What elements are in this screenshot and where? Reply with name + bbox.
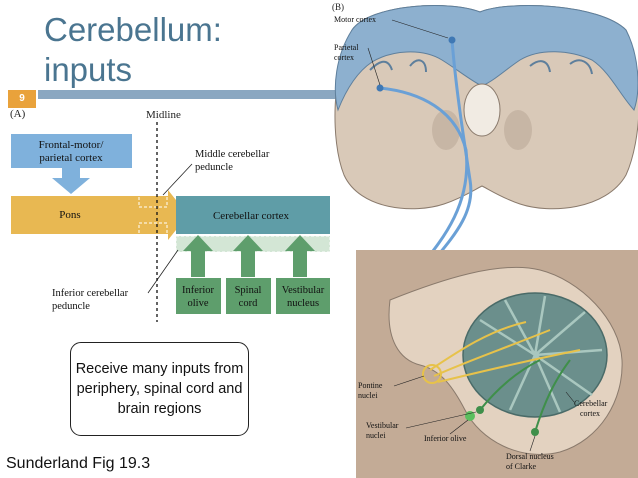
cerebellar-cortex-b-label-1: Cerebellar bbox=[574, 399, 608, 408]
dorsal-clarke-label-1: Dorsal nucleus bbox=[506, 452, 554, 461]
frontal-motor-box bbox=[11, 134, 132, 168]
spinal-arrow bbox=[233, 235, 263, 277]
frontal-motor-label-1: Frontal-motor/ bbox=[39, 139, 105, 151]
inferior-olive-label-2: olive bbox=[188, 298, 209, 309]
vestibular-nuclei-label-2: nuclei bbox=[366, 431, 386, 440]
pons-box bbox=[11, 196, 137, 234]
parietal-label-2: cortex bbox=[334, 53, 354, 62]
dorsal-clarke-leader bbox=[529, 435, 536, 452]
cerebellar-cortex-b-leader bbox=[565, 391, 575, 403]
motor-cortex-neuron bbox=[448, 36, 456, 44]
cortex-to-pons-arrow bbox=[52, 168, 90, 194]
olive-arrow bbox=[183, 235, 213, 277]
spinal-cord-box bbox=[226, 278, 271, 314]
inferior-olive-b-label: Inferior olive bbox=[424, 434, 467, 443]
left-basal-ganglia bbox=[432, 110, 460, 150]
inferior-peduncle-leader bbox=[147, 249, 179, 294]
climbing-spinal-fibers bbox=[479, 359, 571, 433]
pontine-label-2: nuclei bbox=[358, 391, 378, 400]
inferior-olive-box bbox=[176, 278, 221, 314]
midline-label: Midline bbox=[146, 109, 181, 121]
vestibular-nuclei-marker bbox=[476, 406, 484, 414]
pontine-mossy-fibers bbox=[429, 321, 581, 383]
callout-box: Receive many inputs from periphery, spin… bbox=[70, 342, 249, 436]
vestibular-nucleus-label-1: Vestibular bbox=[282, 285, 325, 296]
panel-a-diagram: (A) Midline Frontal-motor/ parietal cort… bbox=[10, 108, 331, 322]
pons-to-cerebellum-arrow bbox=[137, 190, 188, 240]
vestibular-nucleus-label-2: nucleus bbox=[287, 298, 319, 309]
pontine-leader bbox=[393, 375, 425, 387]
middle-peduncle-label-2: peduncle bbox=[195, 162, 233, 173]
right-basal-ganglia bbox=[504, 110, 532, 150]
frontal-motor-label-2: parietal cortex bbox=[39, 152, 103, 164]
dorsal-clarke-marker bbox=[531, 428, 539, 436]
panel-b-label: (B) bbox=[332, 2, 344, 12]
ventricles bbox=[463, 83, 501, 137]
motor-cortex-label: Motor cortex bbox=[334, 15, 376, 24]
vestibular-nucleus-box bbox=[276, 278, 330, 314]
pontine-nuclei-marker bbox=[422, 364, 442, 384]
panel-a-label: (A) bbox=[10, 108, 26, 120]
inferior-olive-label-1: Inferior bbox=[182, 285, 215, 296]
pontine-label-1: Pontine bbox=[358, 381, 383, 390]
spinal-cord-label-1: Spinal bbox=[235, 285, 262, 296]
inferior-peduncle-label-2: peduncle bbox=[52, 301, 90, 312]
spinal-cord-label-2: cord bbox=[239, 298, 258, 309]
motor-cortex-leader bbox=[391, 19, 449, 39]
inferior-olive-b-leader bbox=[449, 419, 469, 435]
sulci bbox=[369, 59, 593, 75]
slide-title: Cerebellum: inputs bbox=[44, 10, 222, 90]
parietal-leader bbox=[367, 47, 381, 86]
cerebellar-cortex-b-label-2: cortex bbox=[580, 409, 600, 418]
slide-number: 9 bbox=[8, 90, 36, 108]
cerebellar-cortex-box bbox=[176, 196, 330, 234]
dorsal-clarke-label-2: of Clarke bbox=[506, 462, 536, 471]
parietal-label-1: Parietal bbox=[334, 43, 359, 52]
panel-b-illustration: (B) Motor cortex Parietal cortex Pontine… bbox=[332, 2, 638, 478]
vestibular-nuclei-label-1: Vestibular bbox=[366, 421, 399, 430]
slide-title-line2: inputs bbox=[44, 51, 133, 88]
title-accent-rule bbox=[38, 90, 338, 99]
callout-text: Receive many inputs from periphery, spin… bbox=[75, 361, 244, 417]
cortex-gray-matter bbox=[334, 5, 638, 112]
middle-peduncle-leader bbox=[162, 163, 193, 196]
inferior-olive-marker bbox=[465, 411, 475, 421]
vestibular-nuclei-leader bbox=[405, 411, 477, 429]
slide-title-line1: Cerebellum: bbox=[44, 11, 222, 48]
inferior-peduncle-label-1: Inferior cerebellar bbox=[52, 288, 129, 299]
figure-credit: Sunderland Fig 19.3 bbox=[6, 455, 151, 472]
cerebellar-cortex-label: Cerebellar cortex bbox=[213, 210, 290, 222]
vestibular-arrow bbox=[285, 235, 315, 277]
middle-peduncle-label-1: Middle cerebellar bbox=[195, 149, 270, 160]
parietal-cortex-neuron bbox=[376, 84, 384, 92]
pons-label: Pons bbox=[59, 209, 80, 221]
